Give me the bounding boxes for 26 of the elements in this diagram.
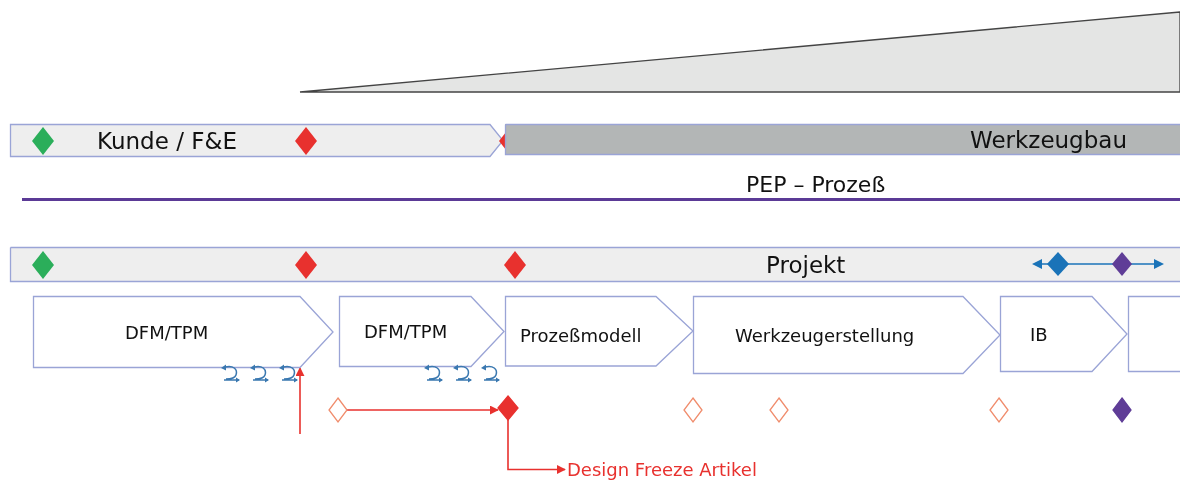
- process-title: PEP – Prozeß: [746, 172, 886, 197]
- milestone-diamond: [989, 397, 1009, 423]
- milestone-diamond: [683, 397, 703, 423]
- process-step: [1000, 296, 1127, 372]
- milestone-diamond: [1112, 397, 1132, 423]
- process-step: [1128, 296, 1180, 372]
- arrow: [295, 367, 305, 435]
- node-label: Prozeßmodell: [520, 324, 642, 346]
- node-label: DFM/TPM: [364, 321, 448, 342]
- arrow: [507, 419, 566, 474]
- project-band: [10, 247, 1180, 282]
- process-step: [33, 296, 333, 368]
- node-label: Projekt: [766, 251, 846, 278]
- node-label: IB: [1030, 323, 1048, 345]
- arrow: [346, 405, 499, 415]
- node-label: Werkzeugerstellung: [735, 324, 915, 346]
- milestone-diamond: [769, 397, 789, 423]
- phase-band: [10, 124, 504, 157]
- milestone-label-text: Design Freeze Artikel: [567, 459, 757, 480]
- milestone-diamond: [328, 397, 348, 423]
- node-label: DFM/TPM: [125, 321, 209, 343]
- phase-band: [505, 124, 1180, 155]
- process-step: [339, 296, 504, 367]
- node-label: Werkzeugbau: [970, 126, 1127, 153]
- node-label: Kunde / F&E: [97, 127, 237, 154]
- milestone-diamond: [497, 395, 519, 421]
